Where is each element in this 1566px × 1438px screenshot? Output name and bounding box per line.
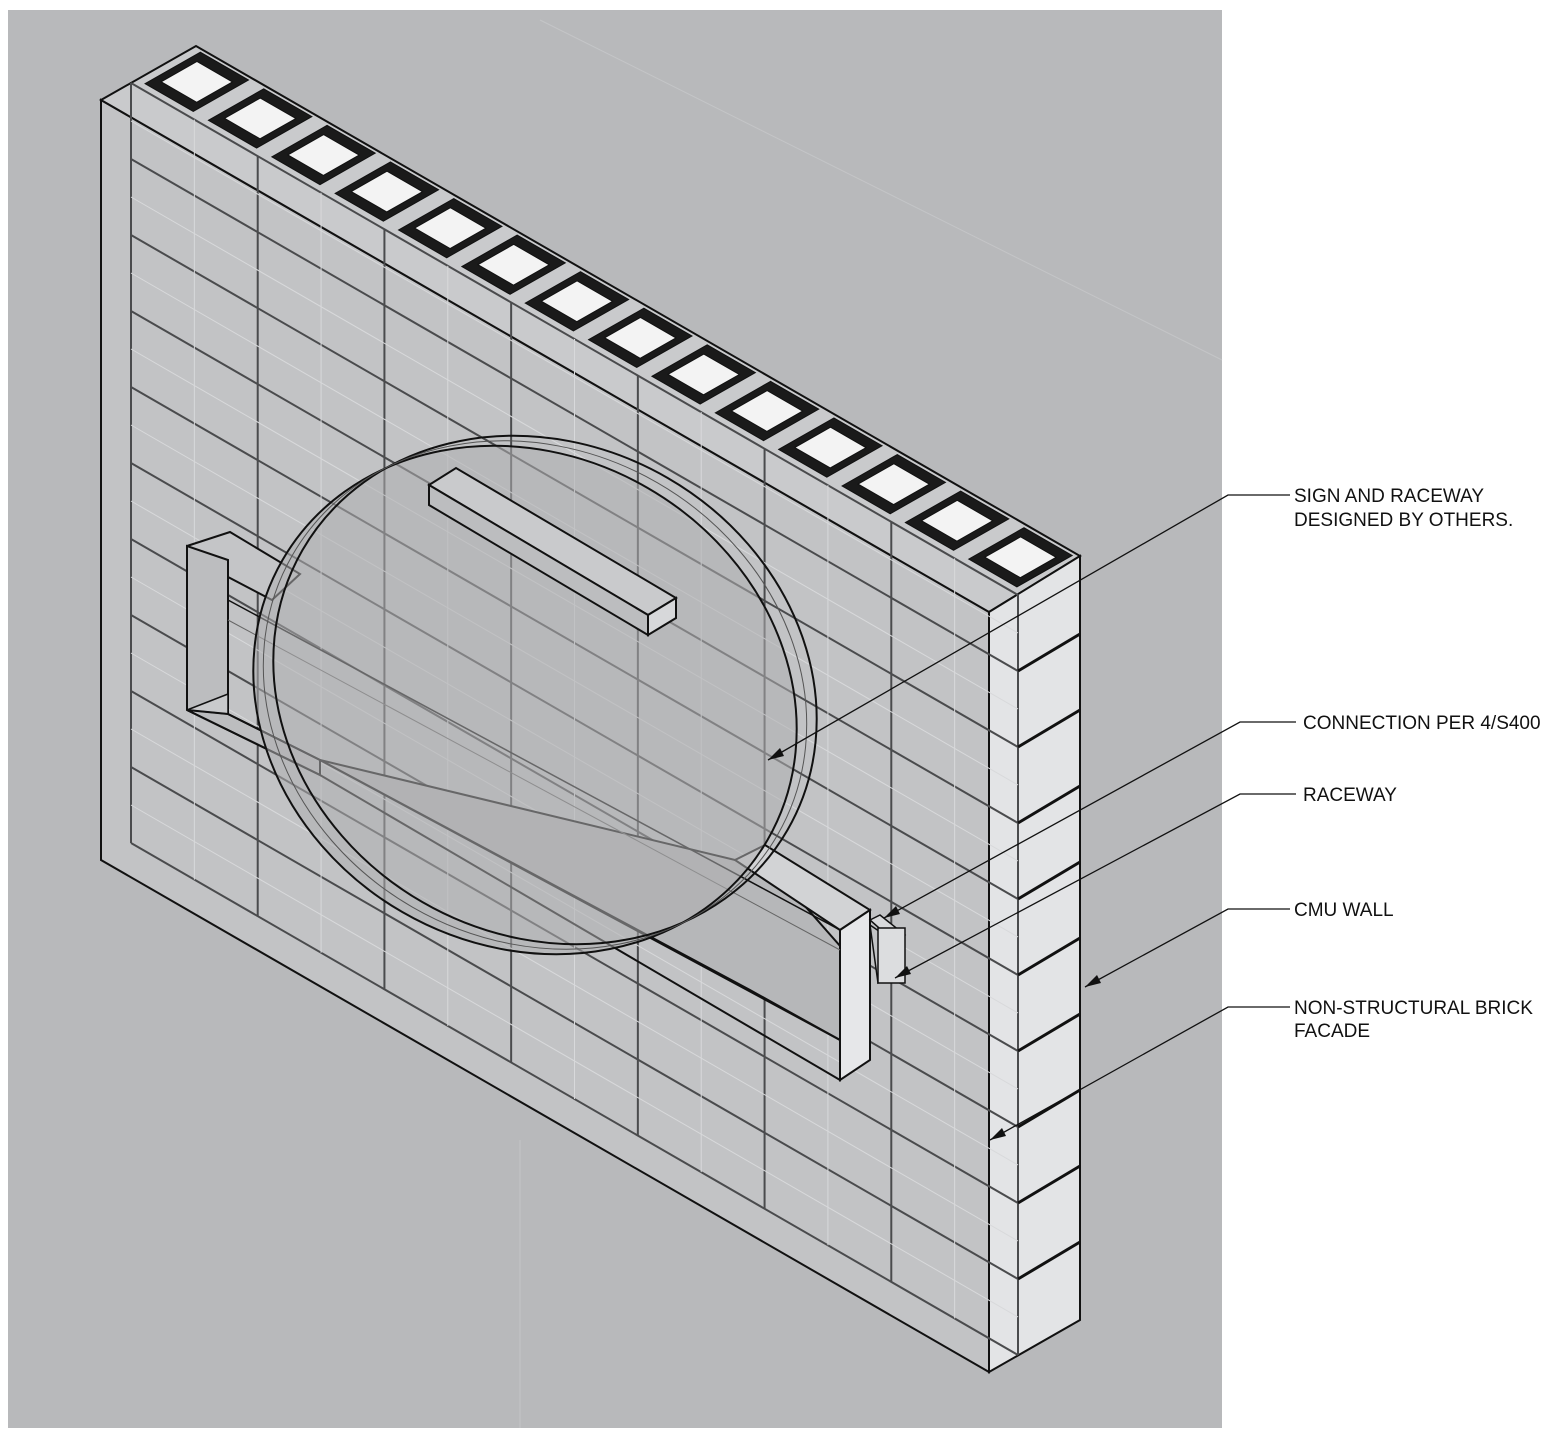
callout-brick-facade-line1: NON-STRUCTURAL BRICK xyxy=(1294,998,1533,1019)
leader-lines xyxy=(767,494,1296,1141)
top-cell-core xyxy=(413,207,487,250)
grid-half-course-line xyxy=(130,120,1019,634)
leader-arrowheads xyxy=(768,748,1101,1140)
side-joint-line xyxy=(1017,936,1081,977)
top-cell-core xyxy=(540,280,614,323)
callout-labels: SIGN AND RACEWAY DESIGNED BY OTHERS. CON… xyxy=(1294,486,1541,1042)
top-cell-core xyxy=(476,243,551,286)
callout-connection: CONNECTION PER 4/S400 xyxy=(1303,713,1541,734)
top-cell-core xyxy=(920,499,994,542)
grid-half-course-line xyxy=(130,196,1019,710)
cmu-top-cells xyxy=(144,51,1074,588)
side-joint-line xyxy=(1017,1164,1081,1205)
callout-brick-facade-line2: FACADE xyxy=(1294,1021,1370,1042)
leader-connection xyxy=(883,721,1296,919)
top-cell-core xyxy=(350,170,424,213)
construction-lines xyxy=(519,19,1223,1428)
side-joint-line xyxy=(1017,1012,1081,1053)
side-joint-line xyxy=(1017,708,1081,749)
top-cell-core xyxy=(160,60,234,103)
grid-half-course-line xyxy=(130,728,1019,1242)
top-cell-core xyxy=(857,463,931,506)
top-cell-core xyxy=(793,426,867,469)
callout-sign-raceway-line2: DESIGNED BY OTHERS. xyxy=(1294,510,1513,531)
leader-brick-facade xyxy=(989,1006,1290,1141)
top-cell-core xyxy=(983,536,1058,579)
top-cell-core xyxy=(223,97,297,140)
side-joint-line xyxy=(1017,784,1081,825)
callout-sign-raceway-line1: SIGN AND RACEWAY xyxy=(1294,486,1484,507)
top-cell-core xyxy=(603,316,677,359)
top-cell-core xyxy=(286,134,361,176)
top-cell-core xyxy=(667,353,741,396)
top-cell-core xyxy=(730,390,804,432)
side-joint-line xyxy=(1017,632,1081,673)
callout-cmu-wall: CMU WALL xyxy=(1294,900,1394,921)
side-joint-line xyxy=(1017,1240,1081,1281)
grid-half-course-line xyxy=(130,804,1019,1318)
callout-raceway: RACEWAY xyxy=(1303,785,1397,806)
leader-cmu-wall xyxy=(1084,908,1290,988)
sign-cabinet xyxy=(186,434,872,1082)
side-joint-line xyxy=(1017,860,1081,901)
leader-raceway xyxy=(894,793,1296,979)
raceway xyxy=(868,914,907,985)
leader-sign-raceway xyxy=(767,494,1290,761)
